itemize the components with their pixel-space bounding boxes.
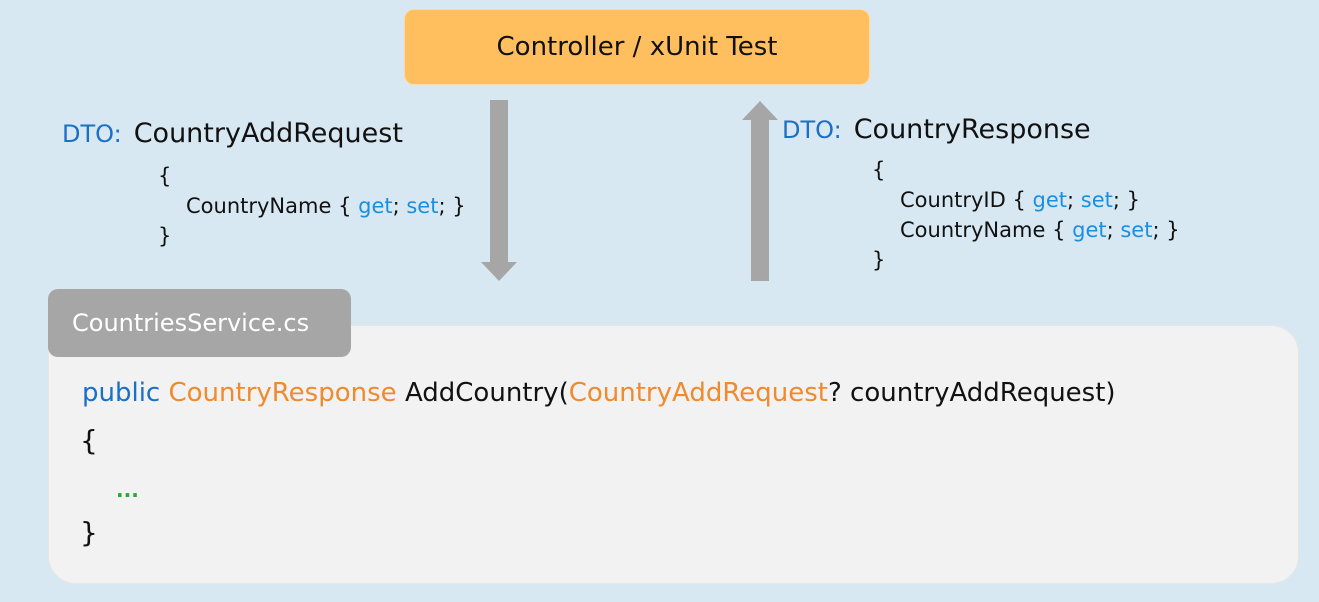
set-keyword: set xyxy=(1120,218,1153,242)
get-keyword: get xyxy=(358,194,393,218)
method-signature: public CountryResponse AddCountry(Countr… xyxy=(82,378,1116,408)
response-dto-close-brace: } xyxy=(872,248,886,272)
request-dto-name: CountryAddRequest xyxy=(133,118,403,149)
response-dto-property: CountryID { get; set; } xyxy=(872,185,1180,215)
response-dto-name: CountryResponse xyxy=(853,114,1091,145)
method-open-brace: { xyxy=(80,424,98,457)
get-keyword: get xyxy=(1032,188,1067,212)
response-dto-header: DTO: CountryResponse xyxy=(782,114,1180,145)
controller-xunit-test-box: Controller / xUnit Test xyxy=(404,9,870,85)
modifier-keyword: public xyxy=(82,378,161,408)
property-open: { xyxy=(1045,218,1073,242)
method-name: AddCountry( xyxy=(404,378,569,408)
request-dto-body: { CountryName { get; set; } } xyxy=(158,161,466,251)
method-close-brace: } xyxy=(80,516,98,549)
controller-xunit-test-label: Controller / xUnit Test xyxy=(496,32,778,62)
response-dto-open-brace: { xyxy=(872,158,886,182)
set-keyword: set xyxy=(406,194,439,218)
service-file-name: CountriesService.cs xyxy=(72,309,310,337)
property-close: ; } xyxy=(438,194,466,218)
service-code-panel xyxy=(48,325,1299,584)
response-dto-property: CountryName { get; set; } xyxy=(872,215,1180,245)
service-file-tab: CountriesService.cs xyxy=(48,289,351,357)
property-close: ; } xyxy=(1112,188,1140,212)
response-dto-body: { CountryID { get; set; } CountryName { … xyxy=(872,155,1180,275)
property-open: { xyxy=(331,194,359,218)
request-dto-property: CountryName { get; set; } xyxy=(158,191,466,221)
property-name: CountryID xyxy=(900,188,1006,212)
property-open: { xyxy=(1005,188,1033,212)
return-type: CountryResponse xyxy=(168,378,397,408)
property-sep: ; xyxy=(1067,188,1081,212)
request-dto-close-brace: } xyxy=(158,224,172,248)
down-arrow-icon xyxy=(481,100,517,281)
request-dto: DTO: CountryAddRequest { CountryName { g… xyxy=(62,118,466,251)
property-sep: ; xyxy=(1106,218,1121,242)
method-body-ellipsis: ... xyxy=(116,478,139,502)
response-dto-prefix: DTO: xyxy=(782,116,842,144)
param-type: CountryAddRequest xyxy=(568,378,828,408)
property-name: CountryName xyxy=(900,218,1046,242)
set-keyword: set xyxy=(1080,188,1113,212)
response-dto: DTO: CountryResponse { CountryID { get; … xyxy=(782,114,1180,275)
param-rest: ? countryAddRequest) xyxy=(827,378,1116,408)
property-close: ; } xyxy=(1152,218,1180,242)
property-sep: ; xyxy=(392,194,407,218)
property-name: CountryName xyxy=(186,194,332,218)
request-dto-header: DTO: CountryAddRequest xyxy=(62,118,466,149)
request-dto-open-brace: { xyxy=(158,164,172,188)
get-keyword: get xyxy=(1072,218,1107,242)
up-arrow-icon xyxy=(742,101,778,281)
request-dto-prefix: DTO: xyxy=(62,120,122,148)
